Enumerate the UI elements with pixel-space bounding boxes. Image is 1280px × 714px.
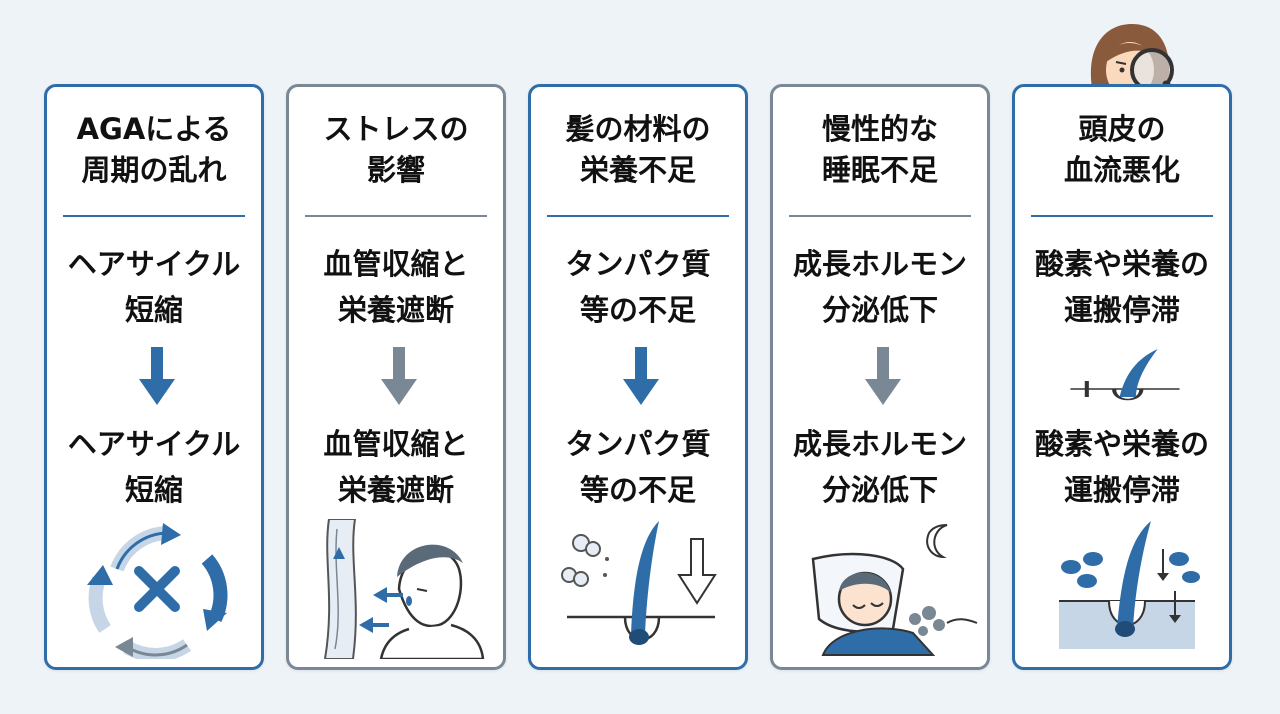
card-blood-flow: 頭皮の 血流悪化 酸素や栄養の 運搬停滞 酸素や栄養の 運搬停滞 <box>1012 84 1232 670</box>
card-stress: ストレスの 影響 血管収縮と 栄養遮断 血管収縮と 栄養遮断 <box>286 84 506 670</box>
down-arrow-icon <box>623 347 659 405</box>
down-arrow-icon <box>139 347 175 405</box>
cause-text: タンパク質 等の不足 <box>565 247 711 327</box>
stressed-man-icon <box>323 519 485 659</box>
card-title: 慢性的な 睡眠不足 <box>821 112 938 187</box>
effect-text: 成長ホルモン 分泌低下 <box>792 427 967 507</box>
effect-text: タンパク質 等の不足 <box>565 427 711 507</box>
effect-text: ヘアサイクル 短縮 <box>67 427 241 507</box>
down-arrow-icon <box>865 347 901 405</box>
card-title: 髪の材料の 栄養不足 <box>565 112 711 187</box>
cycle-disruption-icon <box>87 523 228 659</box>
sleeping-boy-icon <box>811 524 978 656</box>
effect-text: 血管収縮と 栄養遮断 <box>323 427 469 507</box>
divider <box>789 215 971 217</box>
down-arrow-icon <box>381 347 417 405</box>
hair-follicle-protein-icon <box>561 521 717 645</box>
cause-text: 血管収縮と 栄養遮断 <box>323 247 469 327</box>
effect-text: 酸素や栄養の 運搬停滞 <box>1034 427 1209 507</box>
card-aga: AGAによる 周期の乱れ ヘアサイクル 短縮 ヘアサイクル 短縮 <box>44 84 264 670</box>
card-title: ストレスの 影響 <box>323 112 469 187</box>
card-title: 頭皮の 血流悪化 <box>1063 112 1180 187</box>
card-nutrition: 髪の材料の 栄養不足 タンパク質 等の不足 タンパク質 等の不足 <box>528 84 748 670</box>
divider <box>1031 215 1213 217</box>
cause-text: 成長ホルモン 分泌低下 <box>792 247 967 327</box>
card-title: AGAによる 周期の乱れ <box>76 112 232 187</box>
divider <box>305 215 487 217</box>
divider <box>547 215 729 217</box>
cause-text: ヘアサイクル 短縮 <box>67 247 241 327</box>
divider <box>63 215 245 217</box>
hair-root-icon <box>1070 349 1180 401</box>
scalp-blood-flow-icon <box>1059 521 1200 649</box>
card-sleep: 慢性的な 睡眠不足 成長ホルモン 分泌低下 成長ホルモン 分泌低下 <box>770 84 990 670</box>
cause-text: 酸素や栄養の 運搬停滞 <box>1034 247 1209 327</box>
